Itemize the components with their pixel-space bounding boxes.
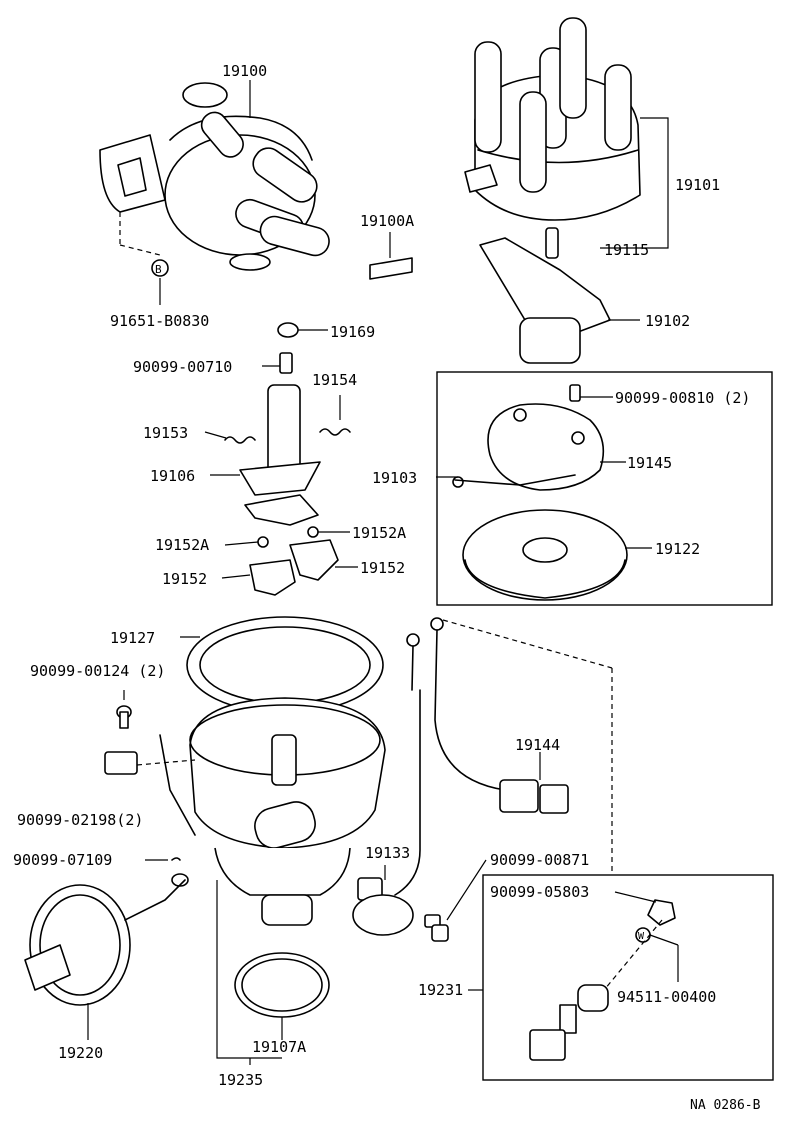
carbon-and-label-drawing <box>369 227 559 280</box>
terminal-parts-box <box>482 874 774 1081</box>
part-label-19154: 19154 <box>312 371 357 389</box>
part-label-19101: 19101 <box>675 176 720 194</box>
part-label-19133: 19133 <box>365 844 410 862</box>
part-label-19235: 19235 <box>218 1071 263 1089</box>
callout-b-marker <box>151 259 169 277</box>
distributor-cap-drawing <box>464 17 669 249</box>
part-label-19127: 19127 <box>110 629 155 647</box>
governor-weights-drawing <box>221 526 358 596</box>
part-label-19122: 19122 <box>655 540 700 558</box>
callout-b-letter: B <box>155 263 162 276</box>
part-label-90099-02198: 90099-02198(2) <box>17 811 143 829</box>
part-label-19145: 19145 <box>627 454 672 472</box>
part-label-19115: 19115 <box>604 241 649 259</box>
callout-w-marker <box>635 927 651 943</box>
part-label-19152a-left: 19152A <box>155 536 209 554</box>
governor-shaft-drawing <box>204 322 351 526</box>
callout-w-letter: W <box>638 931 645 942</box>
rotor-drawing <box>479 237 640 364</box>
part-label-90099-00124: 90099-00124 (2) <box>30 662 165 680</box>
part-label-19100a: 19100A <box>360 212 414 230</box>
part-label-94511-00400: 94511-00400 <box>617 988 716 1006</box>
part-label-90099-00710: 90099-00710 <box>133 358 232 376</box>
part-label-19102: 19102 <box>645 312 690 330</box>
part-label-19152a-right: 19152A <box>352 524 406 542</box>
part-label-19220: 19220 <box>58 1044 103 1062</box>
breaker-plate-drawing <box>436 384 652 601</box>
part-label-19169: 19169 <box>330 323 375 341</box>
part-label-90099-05803: 90099-05803 <box>490 883 589 901</box>
part-label-19107a: 19107A <box>252 1038 306 1056</box>
part-label-90099-00810: 90099-00810 (2) <box>615 389 750 407</box>
housing-drawing <box>104 616 386 1065</box>
part-label-19153: 19153 <box>143 424 188 442</box>
distributor-assembly-drawing <box>99 80 330 305</box>
breaker-plate-box <box>436 371 773 606</box>
part-label-19152-left: 19152 <box>162 570 207 588</box>
part-label-90099-00871: 90099-00871 <box>490 851 589 869</box>
part-label-19152-right: 19152 <box>360 559 405 577</box>
drawing-code: NA 0286-B <box>690 1098 761 1113</box>
wiring-drawing <box>352 617 613 942</box>
part-label-19231: 19231 <box>418 981 463 999</box>
part-label-19144: 19144 <box>515 736 560 754</box>
part-label-19103: 19103 <box>372 469 417 487</box>
vacuum-advancer-drawing <box>24 857 189 1040</box>
part-label-19100: 19100 <box>222 62 267 80</box>
terminal-parts-drawing <box>468 891 679 1061</box>
part-label-19106: 19106 <box>150 467 195 485</box>
part-label-90099-07109: 90099-07109 <box>13 851 112 869</box>
part-label-91651-b0830: 91651-B0830 <box>110 312 209 330</box>
